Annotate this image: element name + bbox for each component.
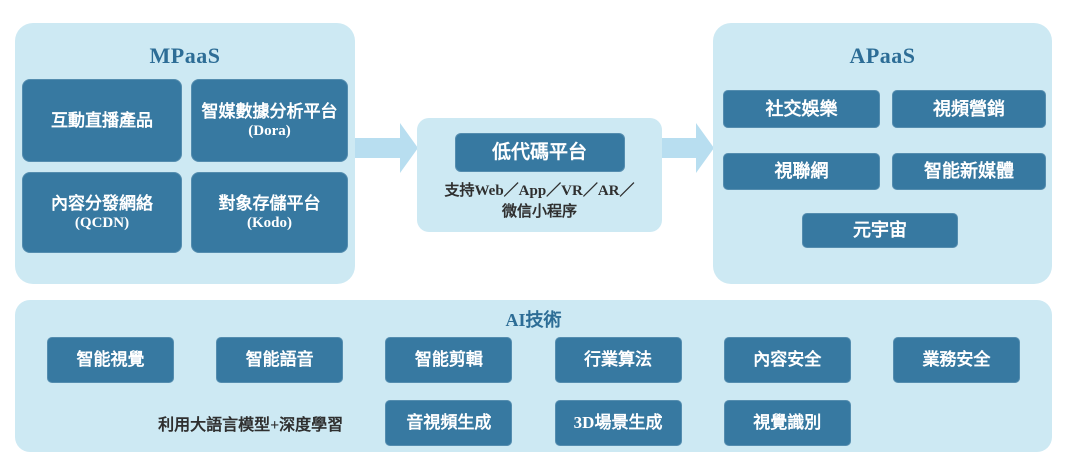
ai-box-business-security: 業務安全 <box>892 337 1020 383</box>
node-label: 智能新媒體 <box>924 161 1014 182</box>
node-sub: (QCDN) <box>74 215 130 232</box>
ai-row-2: 利用大語言模型+深度學習 音視頻生成 3D場景生成 視覺識別 <box>47 400 1020 446</box>
ai-box-content-security: 內容安全 <box>723 337 851 383</box>
apaas-box-video-internet: 視聯網 <box>723 153 880 190</box>
node-label: 元宇宙 <box>853 220 907 241</box>
arrow-bar <box>355 138 401 158</box>
node-label: 智媒數據分析平台 <box>201 101 338 121</box>
mpaas-grid: 互動直播產品 智媒數據分析平台 (Dora) 內容分發網絡 (QCDN) 對象存… <box>22 79 348 253</box>
node-label: 低代碼平台 <box>491 141 587 163</box>
node-label: 智能視覺 <box>76 350 145 370</box>
node-label: 智能語音 <box>245 350 314 370</box>
arrow-right-icon <box>662 123 715 173</box>
node-label: 視頻營銷 <box>933 98 1005 119</box>
ai-box-smart-vision: 智能視覺 <box>47 337 174 383</box>
support-line-2: 微信小程序 <box>501 204 577 220</box>
node-label: 3D場景生成 <box>573 413 663 433</box>
node-label: 業務安全 <box>922 350 991 370</box>
node-label: 社交娛樂 <box>765 98 838 119</box>
ai-box-smart-speech: 智能語音 <box>216 337 344 383</box>
ai-panel: AI技術 智能視覺 智能語音 智能剪輯 行業算法 內容安全 業務安全 利用大語言… <box>15 300 1052 452</box>
node-label: 視聯網 <box>774 161 829 182</box>
mpaas-title: MPaaS <box>149 43 221 68</box>
arrow-right-icon <box>355 123 418 173</box>
apaas-panel: APaaS 社交娛樂 視頻營銷 視聯網 智能新媒體 元宇宙 <box>713 23 1052 284</box>
ai-box-industry-algorithms: 行業算法 <box>554 337 682 383</box>
lowcode-support-text: 支持Web／App／VR／AR／ 微信小程序 <box>417 181 662 223</box>
apaas-box-video-marketing: 視頻營銷 <box>892 90 1046 128</box>
mpaas-box-qcdn: 內容分發網絡 (QCDN) <box>22 172 182 253</box>
node-label: 對象存儲平台 <box>218 193 321 213</box>
node-sub: (Kodo) <box>247 215 292 232</box>
node-label: 視覺識別 <box>753 413 822 433</box>
apaas-box-metaverse: 元宇宙 <box>802 213 958 248</box>
apaas-box-social-entertainment: 社交娛樂 <box>723 90 880 128</box>
lowcode-box: 低代碼平台 <box>454 133 625 172</box>
ai-title: AI技術 <box>505 310 562 330</box>
arrow-bar <box>662 138 697 158</box>
support-line-1: 支持Web／App／VR／AR／ <box>444 183 635 199</box>
mpaas-box-live-streaming: 互動直播產品 <box>22 79 182 162</box>
ai-box-smart-editing: 智能剪輯 <box>385 337 513 383</box>
apaas-title: APaaS <box>849 43 916 68</box>
mpaas-box-dora: 智媒數據分析平台 (Dora) <box>191 79 348 162</box>
node-label: 互動直播產品 <box>51 110 153 130</box>
arrow-head <box>696 123 714 173</box>
arrow-head <box>400 123 418 173</box>
ai-box-audio-video-generation: 音視頻生成 <box>385 400 513 446</box>
ai-box-3d-scene-generation: 3D場景生成 <box>554 400 682 446</box>
apaas-box-smart-new-media: 智能新媒體 <box>892 153 1046 190</box>
node-label: 智能剪輯 <box>414 350 483 370</box>
ai-box-visual-recognition: 視覺識別 <box>723 400 851 446</box>
node-label: 行業算法 <box>584 350 653 370</box>
node-label: 音視頻生成 <box>406 413 492 433</box>
node-label: 內容安全 <box>753 350 822 370</box>
ai-row-1: 智能視覺 智能語音 智能剪輯 行業算法 內容安全 業務安全 <box>47 337 1020 383</box>
node-sub: (Dora) <box>248 123 291 140</box>
node-label: 內容分發網絡 <box>51 193 153 213</box>
mpaas-panel: MPaaS 互動直播產品 智媒數據分析平台 (Dora) 內容分發網絡 (QCD… <box>15 23 355 284</box>
mpaas-box-kodo: 對象存儲平台 (Kodo) <box>191 172 348 253</box>
lowcode-panel: 低代碼平台 支持Web／App／VR／AR／ 微信小程序 <box>417 118 662 232</box>
ai-note-llm-deep-learning: 利用大語言模型+深度學習 <box>158 417 344 434</box>
